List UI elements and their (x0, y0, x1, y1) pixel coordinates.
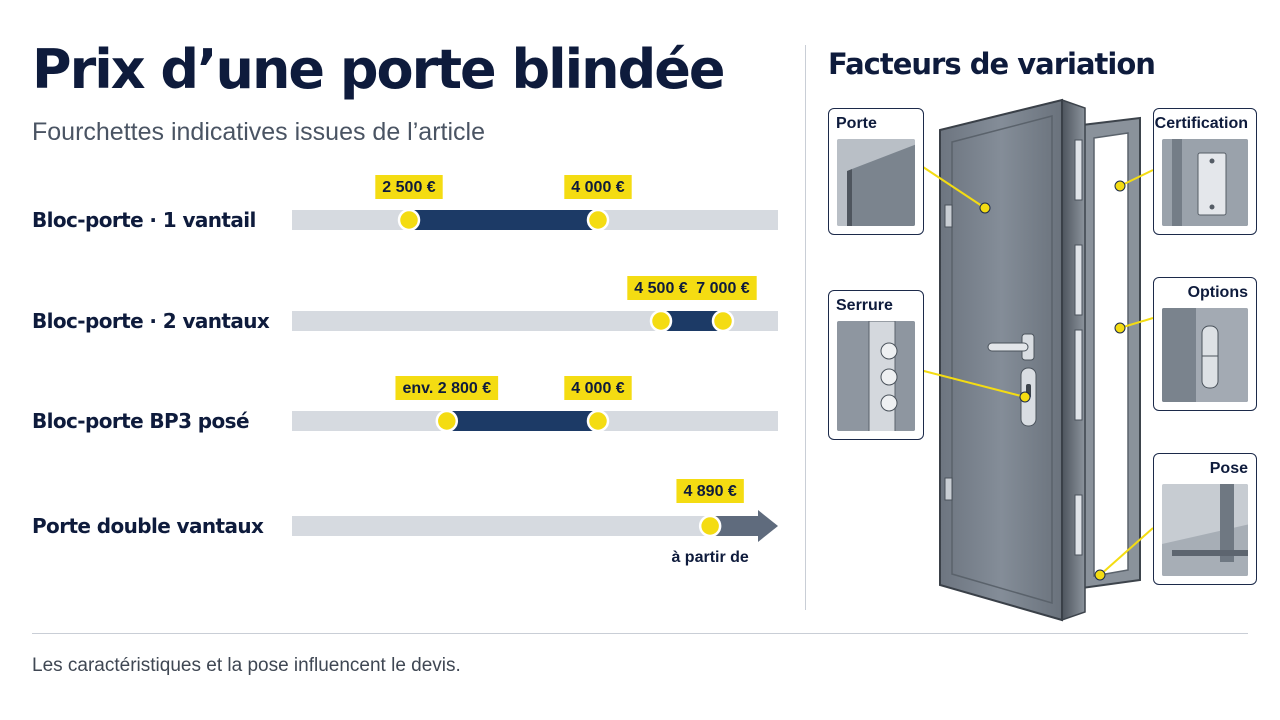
range-bar-2-leaves (661, 311, 723, 331)
door-leaf (939, 98, 1063, 622)
low-marker-bp3 (435, 409, 459, 433)
hinge-top (944, 204, 953, 228)
arrow-shaft-double (710, 516, 760, 536)
from-value-double-label: 4 890 € (683, 483, 736, 500)
note-double: à partir de (671, 549, 748, 566)
row-label-2-leaves: Bloc-porte · 2 vantaux (32, 309, 270, 333)
high-marker-2-leaves (711, 309, 735, 333)
factor-label-installation: Pose (1209, 460, 1248, 477)
high-value-2-leaves-tag (689, 276, 757, 300)
low-value-bp3-tag (395, 376, 499, 400)
arrow-head-double (758, 510, 778, 542)
low-value-bp3-label: env. 2 800 € (402, 380, 491, 397)
leader-lines (919, 164, 1154, 576)
row-label-bp3: Bloc-porte BP3 posé (32, 409, 249, 433)
high-value-1-leaf-label: 4 000 € (571, 179, 624, 196)
vertical-divider (805, 45, 806, 610)
low-value-2-leaves-label: 4 500 € (634, 280, 687, 297)
low-marker-2-leaves (649, 309, 673, 333)
price-range-chart: Bloc-porte · 1 vantail 2 500 € 4 000 € Bloc… (32, 175, 778, 566)
range-bar-bp3 (446, 411, 598, 431)
footer-note: Les caractéristiques et la pose influenc… (32, 655, 461, 676)
high-value-bp3-tag (564, 376, 632, 400)
low-value-1-leaf-tag (375, 175, 443, 199)
track-double (292, 516, 711, 536)
door-leaf-panel (951, 115, 1053, 604)
row-label-1-leaf: Bloc-porte · 1 vantail (32, 208, 256, 232)
row-label-double: Porte double vantaux (32, 514, 264, 538)
low-marker-1-leaf (397, 208, 421, 232)
page-title: Prix d’une porte blindée (32, 38, 725, 101)
door-closeup-image (837, 139, 915, 226)
factors-title: Facteurs de variation (828, 47, 1156, 81)
factor-label-door: Porte (836, 115, 877, 132)
high-value-2-leaves-label: 7 000 € (696, 280, 749, 297)
factor-label-lock: Serrure (836, 297, 893, 314)
from-value-double-tag (676, 479, 744, 503)
factor-lock: Serrure (828, 290, 924, 440)
hinge-closeup-image (1162, 308, 1248, 402)
high-value-1-leaf-tag (564, 175, 632, 199)
factor-door: Porte (828, 108, 924, 235)
lock-closeup-image (837, 321, 915, 431)
door-frame (1081, 116, 1141, 590)
certification-plate-image (1162, 139, 1248, 226)
high-marker-1-leaf (586, 208, 610, 232)
high-value-bp3-label: 4 000 € (571, 380, 624, 397)
factor-installation: Pose (1153, 453, 1257, 585)
footer-divider (32, 633, 1248, 634)
lock-bolts (1074, 139, 1083, 556)
low-value-2-leaves-tag (627, 276, 695, 300)
low-value-1-leaf-label: 2 500 € (382, 179, 435, 196)
leader-dots (979, 180, 1126, 581)
range-bar-1-leaf (409, 210, 598, 230)
high-marker-bp3 (586, 409, 610, 433)
page-subtitle: Fourchettes indicatives issues de l’arti… (32, 118, 485, 146)
from-marker-double (698, 514, 722, 538)
factor-options: Options (1153, 277, 1257, 411)
factor-label-certification: Certification (1154, 115, 1248, 132)
factor-label-options: Options (1187, 284, 1248, 301)
installation-closeup-image (1162, 484, 1248, 576)
hinge-bottom (944, 477, 953, 501)
factor-certification: Certification (1153, 108, 1257, 235)
